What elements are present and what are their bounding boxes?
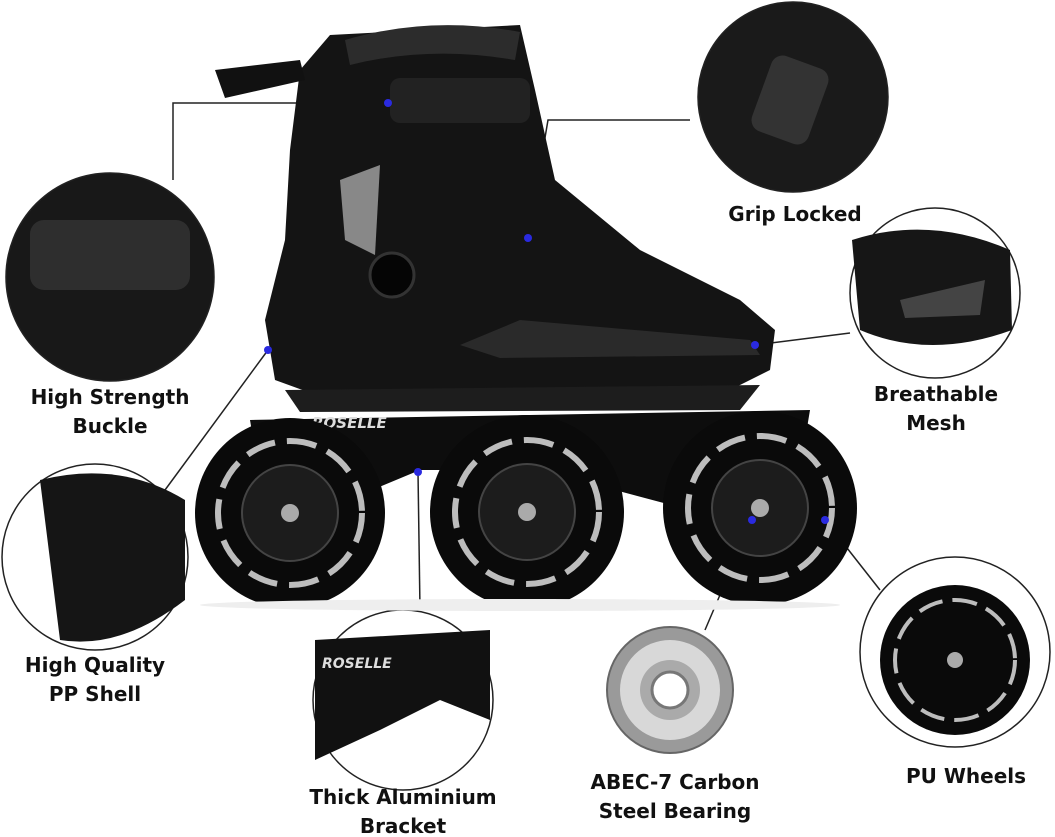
label-line: Bracket bbox=[359, 814, 447, 837]
wheel bbox=[663, 411, 857, 605]
wheel bbox=[430, 415, 624, 609]
detail-wheels bbox=[859, 556, 1051, 748]
wheels bbox=[195, 411, 857, 609]
label-line: Buckle bbox=[72, 414, 148, 438]
wheel bbox=[195, 418, 385, 608]
detail-bracket: ROSELLE bbox=[312, 609, 494, 791]
svg-text:ROSELLE: ROSELLE bbox=[322, 656, 392, 672]
label-line: Steel Bearing bbox=[598, 799, 752, 823]
label-line: High Quality bbox=[24, 653, 166, 677]
label-line: ABEC-7 Carbon bbox=[590, 770, 760, 794]
label-line: Mesh bbox=[906, 411, 966, 435]
detail-mesh bbox=[849, 207, 1021, 379]
label-line: Thick Aluminium bbox=[309, 785, 497, 809]
detail-buckle bbox=[5, 172, 215, 382]
label-line: PU Wheels bbox=[905, 764, 1027, 788]
detail-grip bbox=[697, 1, 889, 193]
feature-markers bbox=[264, 99, 829, 524]
skate-boot bbox=[215, 25, 775, 412]
label-line: Grip Locked bbox=[728, 202, 862, 226]
floor-shadow bbox=[200, 599, 840, 611]
feature-label-wheels: PU Wheels bbox=[906, 762, 1026, 791]
label-line: High Strength bbox=[30, 385, 190, 409]
feature-label-shell: High Quality PP Shell bbox=[25, 651, 165, 709]
label-line: Breathable bbox=[873, 382, 999, 406]
label-line: PP Shell bbox=[48, 682, 142, 706]
feature-label-grip: Grip Locked bbox=[728, 200, 861, 229]
detail-shell bbox=[1, 463, 189, 651]
detail-bearing bbox=[606, 626, 734, 754]
